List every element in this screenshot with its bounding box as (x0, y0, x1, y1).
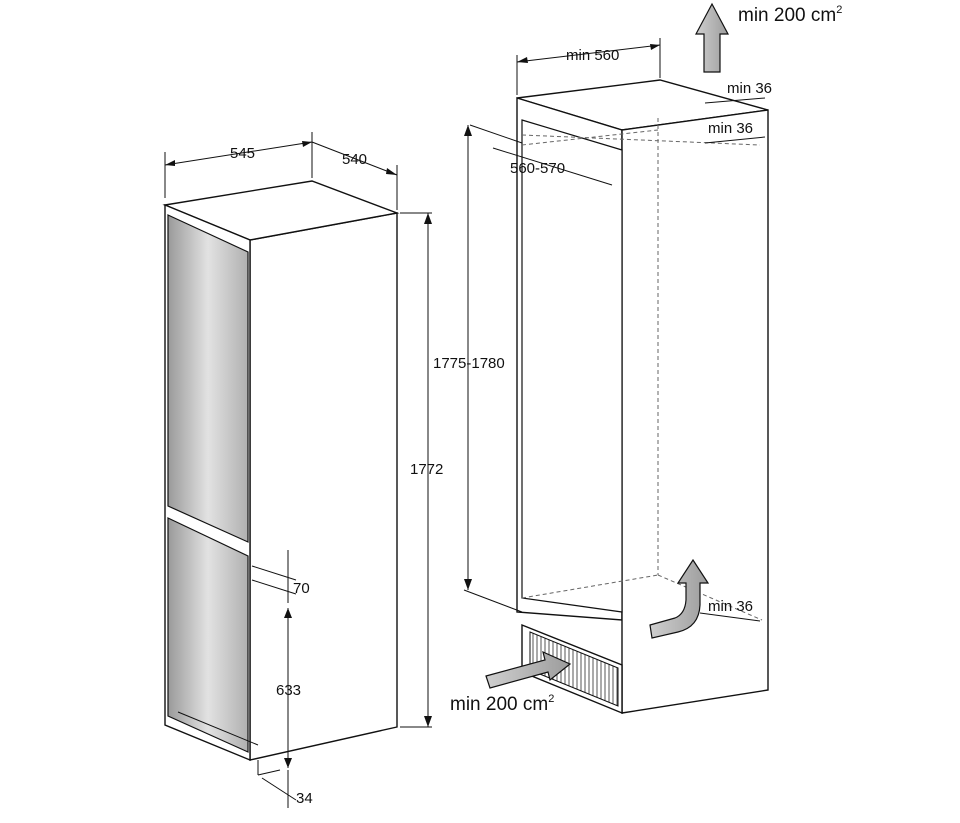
label-clearance-bottom: min 36 (708, 598, 753, 615)
label-height-1772: 1772 (410, 461, 443, 478)
label-clearance-top: min 36 (708, 120, 753, 137)
label-vent-bottom: min 200 cm2 (450, 693, 554, 715)
label-vent-top: min 200 cm2 (738, 4, 842, 26)
dim-1775-1780 (463, 125, 523, 613)
appliance-drawing: 545 540 1772 70 633 (162, 132, 443, 808)
dim-560-570 (469, 124, 613, 186)
dim-1772 (400, 212, 432, 728)
niche-right-wall (621, 109, 769, 714)
label-niche-height: 1775-1780 (433, 355, 505, 372)
dim-34 (261, 770, 297, 808)
upper-door (167, 214, 249, 543)
niche-drawing: min 560 min 36 min 36 560-570 1775-1780 (433, 2, 842, 715)
label-gap-70: 70 (293, 580, 310, 597)
dim-70 (251, 550, 297, 603)
dim-545 (164, 132, 313, 198)
dim-min-36-second (704, 136, 766, 144)
airflow-up-arrow-icon (649, 558, 710, 639)
vent-top-arrow-icon (695, 2, 729, 73)
vent-grille (529, 631, 619, 707)
dim-min-560 (516, 38, 661, 95)
dim-633 (284, 608, 292, 768)
lower-door (167, 517, 249, 753)
dim-540 (311, 141, 398, 210)
vent-bottom-arrow-icon (485, 650, 572, 689)
label-plinth-34: 34 (296, 790, 313, 807)
appliance-side (249, 212, 398, 761)
label-width-545: 545 (230, 145, 255, 162)
label-niche-depth: 560-570 (510, 160, 565, 177)
label-clearance-top-back: min 36 (727, 80, 772, 97)
dim-min-36-bottom (699, 612, 761, 622)
dim-min-36-top (704, 97, 766, 104)
label-depth-540: 540 (342, 151, 367, 168)
label-niche-width: min 560 (566, 47, 619, 64)
label-door-633: 633 (276, 682, 301, 699)
